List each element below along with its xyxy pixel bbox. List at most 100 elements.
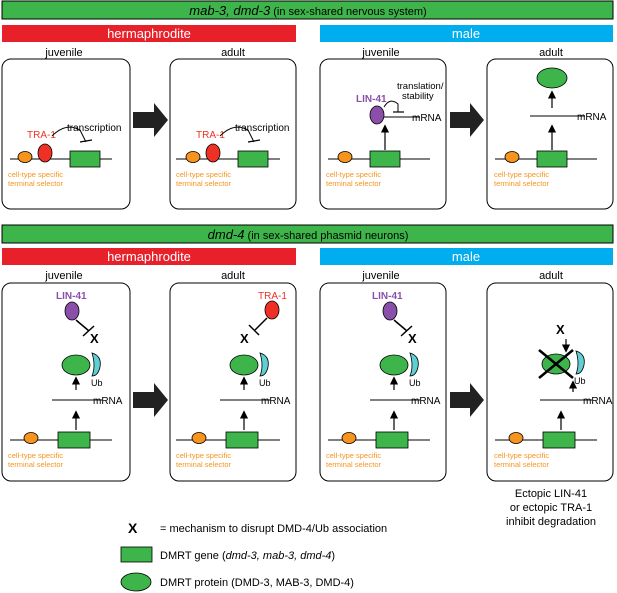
selector-protein — [17, 151, 33, 163]
ub-protein — [409, 352, 419, 377]
s1-herm-adult-content: TRA-1 transcription cell-type specific t… — [176, 123, 289, 188]
s1-male-juvenile-label: juvenile — [361, 47, 399, 59]
ub-protein — [91, 352, 101, 377]
s2-herm-juvenile-label: juvenile — [44, 270, 82, 282]
selector-label-2: terminal selector — [494, 179, 550, 188]
selector-label-1: cell-type specific — [176, 451, 231, 460]
s2-male-adult-label: adult — [539, 270, 563, 282]
dmrt-gene — [225, 431, 259, 449]
ub-protein — [575, 350, 585, 375]
section1-male-label: male — [452, 26, 480, 41]
mrna-label: mRNA — [411, 396, 441, 407]
s2-male-stage-arrow — [450, 383, 484, 417]
section1-male-bar — [320, 25, 613, 42]
section2-hermaphrodite-bar — [2, 248, 296, 265]
transcription-label: transcription — [235, 123, 289, 134]
legend-x-symbol: X — [128, 520, 138, 536]
note-line-2: or ectopic TRA-1 — [510, 502, 592, 514]
selector-label-2: terminal selector — [494, 460, 550, 469]
tra1-label: TRA-1 — [196, 130, 225, 141]
selector-label-2: terminal selector — [326, 460, 382, 469]
tra1-protein — [205, 143, 221, 163]
s2-herm-juvenile-panel — [1, 282, 131, 482]
legend-x-text: = mechanism to disrupt DMD-4/Ub associat… — [160, 523, 387, 535]
lin41-protein — [382, 301, 398, 321]
s1-herm-juvenile-content: TRA-1 transcription cell-type specific t… — [8, 123, 121, 188]
s2-male-juvenile-content: LIN-41 X Ub mRNA cell-type specific term… — [326, 291, 441, 469]
s2-male-juvenile-label: juvenile — [361, 270, 399, 282]
selector-protein — [185, 151, 201, 163]
note-line-1: Ectopic LIN-41 — [515, 488, 587, 500]
s1-male-adult-content: mRNA cell-type specific terminal selecto… — [494, 67, 607, 188]
legend: X = mechanism to disrupt DMD-4/Ub associ… — [120, 520, 387, 592]
mrna-label: mRNA — [412, 113, 442, 124]
translation-label-2: stability — [402, 91, 434, 102]
section1-hermaphrodite-bar — [2, 25, 296, 42]
s1-male-adult-panel — [486, 58, 614, 210]
dmrt-gene — [542, 431, 576, 449]
mrna-label: mRNA — [261, 396, 291, 407]
dmrt-protein — [379, 354, 409, 376]
mrna-label: mRNA — [577, 112, 607, 123]
selector-label-2: terminal selector — [8, 179, 64, 188]
dmrt-protein — [229, 354, 259, 376]
dmrt-gene — [69, 150, 101, 168]
lin41-label: LIN-41 — [372, 291, 403, 302]
section1-title-bar — [1, 0, 614, 20]
s1-herm-juvenile-label: juvenile — [44, 47, 82, 59]
translation-label-1: translation/ — [397, 81, 444, 92]
selector-protein — [504, 151, 520, 163]
x-mark: X — [240, 331, 249, 346]
s2-herm-juvenile-content: LIN-41 X Ub mRNA cell-type specific term… — [8, 291, 123, 469]
s2-male-adult-content: X Ub mRNA cell-type specific terminal se… — [494, 322, 613, 469]
selector-protein — [23, 432, 39, 444]
s2-male-adult-panel — [486, 282, 614, 482]
s1-herm-stage-arrow — [133, 103, 168, 137]
section2-male-label: male — [452, 249, 480, 264]
lin41-label: LIN-41 — [356, 94, 387, 105]
mrna-label: mRNA — [583, 396, 613, 407]
dmrt-gene — [536, 150, 568, 168]
dmrt-gene — [369, 150, 401, 168]
legend-protein-swatch — [120, 572, 152, 592]
selector-label-1: cell-type specific — [326, 170, 381, 179]
tra1-label: TRA-1 — [27, 130, 56, 141]
s1-male-stage-arrow — [450, 103, 484, 137]
ub-label: Ub — [574, 376, 586, 386]
lin41-protein — [64, 301, 80, 321]
section2-title: dmd-4 (in sex-shared phasmid neurons) — [208, 227, 409, 242]
s1-male-juvenile-panel — [319, 58, 447, 210]
selector-label-1: cell-type specific — [8, 170, 63, 179]
selector-label-2: terminal selector — [8, 460, 64, 469]
s1-herm-adult-panel — [169, 58, 297, 210]
ub-label: Ub — [91, 378, 103, 388]
x-mark: X — [408, 331, 417, 346]
transcription-label: transcription — [67, 123, 121, 134]
dmrt-protein — [536, 67, 568, 89]
s2-herm-adult-content: TRA-1 X Ub mRNA cell-type specific termi… — [176, 291, 291, 469]
section2-title-bar — [1, 224, 614, 244]
s1-male-adult-label: adult — [539, 47, 563, 59]
dmrt-gene — [237, 150, 269, 168]
tra1-protein — [37, 143, 53, 163]
selector-label-2: terminal selector — [326, 179, 382, 188]
selector-label-2: terminal selector — [176, 179, 232, 188]
tra1-protein — [264, 300, 280, 320]
s2-herm-adult-label: adult — [221, 270, 245, 282]
ub-label: Ub — [259, 378, 271, 388]
lin41-label: LIN-41 — [56, 291, 87, 302]
s1-herm-juvenile-panel — [1, 58, 131, 210]
lin41-protein — [369, 105, 385, 125]
legend-gene-text: DMRT gene (dmd-3, mab-3, dmd-4) — [160, 550, 335, 562]
x-mark: X — [90, 331, 99, 346]
s1-herm-adult-label: adult — [221, 47, 245, 59]
section2-male-bar — [320, 248, 613, 265]
selector-label-1: cell-type specific — [494, 170, 549, 179]
selector-protein — [341, 432, 357, 444]
section2-hermaphrodite-label: hermaphrodite — [107, 249, 191, 264]
tra1-label: TRA-1 — [258, 291, 287, 302]
selector-label-1: cell-type specific — [494, 451, 549, 460]
selector-protein — [337, 151, 353, 163]
degradation-cross — [538, 349, 574, 379]
